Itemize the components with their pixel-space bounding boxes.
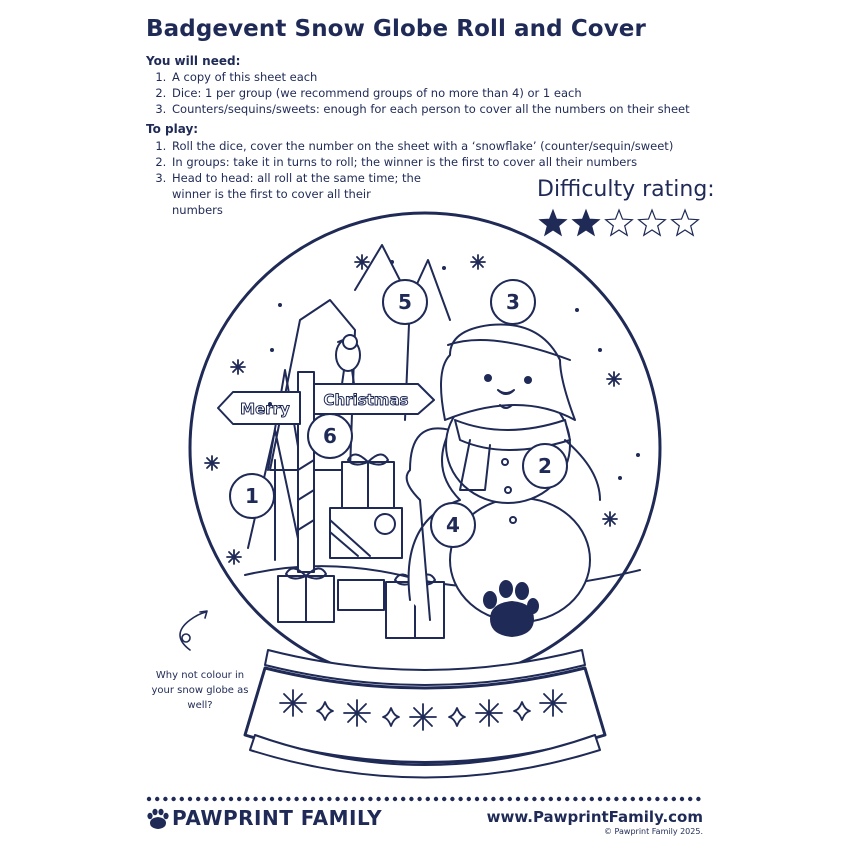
website-link[interactable]: www.PawprintFamily.com [486,808,703,826]
play-item: Head to head: all roll at the same time;… [170,170,422,218]
number-label: 3 [506,290,520,314]
number-circle-3[interactable] [490,279,536,325]
sign-post [217,371,435,573]
star-filled-icon [571,208,601,237]
number-circles [229,279,568,548]
colour-tip: Why not colour in your snow globe as wel… [151,670,249,711]
dotted-divider [146,796,701,802]
number-circle-1[interactable] [229,473,275,519]
star-empty-icon [604,208,634,237]
paw-print-icon [483,580,539,637]
play-item: In groups: take it in turns to roll; the… [170,154,673,170]
copyright: © Pawprint Family 2025. [604,827,703,836]
difficulty-label: Difficulty rating: [537,177,715,202]
snowman [405,323,601,623]
number-circle-2[interactable] [522,443,568,489]
number-label: 2 [538,454,552,478]
presents [277,453,445,639]
need-item: A copy of this sheet each [170,69,690,85]
page-title: Badgevent Snow Globe Roll and Cover [146,16,646,42]
play-item: Roll the dice, cover the number on the s… [170,138,673,154]
star-filled-icon [538,208,568,237]
number-label: 4 [446,513,460,537]
number-circle-5[interactable] [382,279,428,325]
play-list: Roll the dice, cover the number on the s… [146,138,673,218]
arrow-icon [179,610,208,651]
difficulty-stars [538,208,700,237]
brand-logo: PAWPRINT FAMILY [172,806,383,830]
need-heading: You will need: [146,54,241,68]
number-circle-6[interactable] [307,413,353,459]
brand-paw-icon [147,808,169,829]
sign-text-right: Christmas [323,391,408,409]
star-empty-icon [670,208,700,237]
sign-text-left: Merry [240,400,290,418]
play-heading: To play: [146,122,199,136]
snow-dots [268,260,640,480]
base-sparkles [279,689,567,731]
need-item: Counters/sequins/sweets: enough for each… [170,101,690,117]
number-label: 1 [245,484,259,508]
number-label: 5 [398,290,412,314]
need-list: A copy of this sheet each Dice: 1 per gr… [146,69,690,117]
star-empty-icon [637,208,667,237]
number-label: 6 [323,424,337,448]
number-circle-4[interactable] [430,502,476,548]
robin-icon [335,334,361,385]
need-item: Dice: 1 per group (we recommend groups o… [170,85,690,101]
snowflakes [204,254,622,565]
